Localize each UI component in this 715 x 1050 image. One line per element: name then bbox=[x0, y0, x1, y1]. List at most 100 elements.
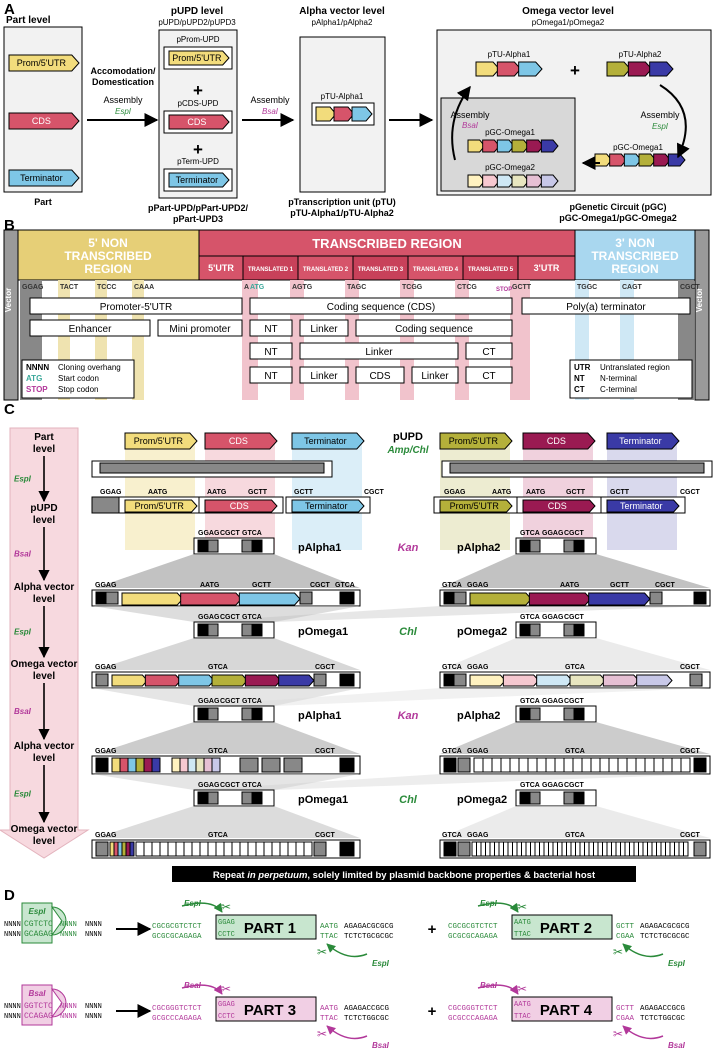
c-part-1 bbox=[204, 432, 278, 450]
level-enzyme-3: BsaI bbox=[14, 707, 32, 716]
alpha-tu1-b2 bbox=[105, 591, 119, 605]
enzyme-pacman-bsa_enzyme bbox=[51, 988, 67, 1018]
level-enzyme-1: BsaI bbox=[14, 550, 32, 559]
d-part3-ob: CCTC bbox=[218, 1013, 235, 1021]
alpha-row2-white-11 bbox=[572, 757, 583, 773]
c-pomega1-b-oh-2: GTCA bbox=[242, 782, 262, 789]
c-oh-alpha2-0: GGAG bbox=[95, 748, 117, 755]
alpha-row2-white-13 bbox=[590, 757, 601, 773]
assembly-label-3: Assembly bbox=[640, 110, 680, 120]
omega-row2-w2-38 bbox=[642, 841, 648, 857]
pupd-items: pProm-UPDProm/5'UTRpCDS-UPDCDSpTerm-UPDT… bbox=[163, 35, 233, 192]
row2-nt bbox=[249, 319, 293, 337]
d-bsa-lbl-3: BsaI bbox=[372, 1041, 390, 1050]
c-palpha2-b-oh-2: CGCT bbox=[564, 698, 585, 705]
d-part4-lt: CGCGGGTCTCT bbox=[448, 1005, 498, 1013]
alpha-title: Alpha vector level bbox=[299, 6, 385, 17]
part-level-title: Part level bbox=[6, 15, 51, 26]
omega-row2-w2-42 bbox=[660, 841, 666, 857]
alpha-row2-cellB-3 bbox=[195, 757, 205, 773]
alpha-row2-white-12 bbox=[581, 757, 592, 773]
omega-row2-w2-22 bbox=[570, 841, 576, 857]
c-oh-omega-2: CGCT bbox=[315, 664, 336, 671]
omega-tu2-seg-0 bbox=[606, 61, 632, 77]
c-pomega1-b-b4 bbox=[251, 791, 263, 805]
omega-row2-w2-20 bbox=[561, 841, 567, 857]
shade-alpha-in-3 bbox=[92, 688, 360, 706]
omega-row2-w2-47 bbox=[683, 841, 689, 857]
omega-row2-w2-7 bbox=[503, 841, 509, 857]
omega-row2-w2-35 bbox=[629, 841, 635, 857]
omega-tu2-seg-1 bbox=[627, 61, 653, 77]
level-label-2-1: level bbox=[33, 594, 55, 605]
omega-row2-w1-20 bbox=[295, 841, 305, 857]
shade-alpha4 bbox=[440, 722, 710, 754]
c-palpha1-label-a: pAlpha1 bbox=[298, 542, 341, 554]
alpha-tu-seg-1 bbox=[333, 106, 355, 122]
alpha-tu2-b2 bbox=[453, 591, 467, 605]
c-oh-pupd-5: CGCT bbox=[364, 489, 385, 496]
c-palpha2-a-oh-0: GTCA bbox=[520, 530, 540, 537]
omega-row2-w2-14 bbox=[534, 841, 540, 857]
site-top-bsa_enzyme: GGTCTC bbox=[24, 1002, 53, 1011]
part-level-box bbox=[3, 26, 83, 193]
omega-gc2-b-seg-0 bbox=[569, 674, 607, 687]
overhang-8: CTCG bbox=[457, 284, 477, 291]
c-oh-omega-6: CGCT bbox=[680, 664, 701, 671]
panel-d: D EspICGTCTCGCAGAGNNNNNNNNNNNNNNNNNNNNNN… bbox=[4, 887, 690, 1050]
overhang-9: GCTT bbox=[512, 284, 532, 291]
d-part4-lb: GCGCCCAGAGA bbox=[448, 1015, 498, 1023]
c-pomega1-b-b2 bbox=[207, 791, 219, 805]
row4-ct-label: CT bbox=[482, 371, 495, 382]
omega-gc2-a-seg-2 bbox=[536, 674, 573, 687]
subhead-label-1: TRANSLATED 1 bbox=[248, 267, 294, 273]
alpha-tu2-b1 bbox=[443, 591, 455, 605]
d-part4-arc-r bbox=[622, 1025, 664, 1040]
c-oh-omega2-3: GTCA bbox=[442, 832, 462, 839]
three-ntr-label-2: REGION bbox=[611, 262, 658, 276]
omega-row2-w2-24 bbox=[579, 841, 585, 857]
c-pomega1-label-b: pOmega1 bbox=[298, 794, 348, 806]
overhang-stop: STOP bbox=[496, 287, 512, 293]
omega-gc2-b2 bbox=[453, 673, 467, 687]
c-pomega2-a-oh-2: CGCT bbox=[564, 614, 585, 621]
c-oh-omega-4: GGAG bbox=[467, 664, 489, 671]
omega-cycle-arrow-right bbox=[659, 84, 690, 159]
shade-omega-in-4 bbox=[194, 774, 710, 790]
d-part1-tb: TCTCTGCGCGC bbox=[344, 933, 394, 941]
accomodation-label-2: Domestication bbox=[92, 77, 154, 87]
c-pomega2-a-b4 bbox=[573, 623, 585, 637]
alpha-tu1-b3 bbox=[299, 591, 313, 605]
omega-title: Omega vector level bbox=[522, 6, 614, 17]
c-kan-a: Kan bbox=[398, 542, 419, 554]
c-chl-a: Chl bbox=[399, 626, 418, 638]
alpha-row2-1-b2 bbox=[339, 757, 355, 773]
c-oh-alpha-8: GCTT bbox=[610, 582, 630, 589]
enzyme-pacman-esp_enzyme bbox=[51, 906, 67, 936]
c-pomega1-b-oh-1: CGCT bbox=[220, 782, 241, 789]
d-part2-arc-r bbox=[622, 943, 664, 958]
omega-gc1-seg-4 bbox=[653, 153, 671, 167]
alpha-row2-white-17 bbox=[626, 757, 637, 773]
omega-row2-mini-3 bbox=[121, 841, 127, 857]
d-part2-ot: AATG bbox=[514, 919, 531, 927]
omega-row2-w2-4 bbox=[489, 841, 495, 857]
d-part1-scissors-l: ✂ bbox=[221, 900, 231, 914]
d-part2-rt: GCTT bbox=[616, 923, 635, 931]
shade-omega-in-2 bbox=[194, 606, 710, 622]
omega-row2-w1-3 bbox=[159, 841, 169, 857]
c-palpha2-b-b4 bbox=[573, 707, 585, 721]
c-pomega1-a-oh-1: CGCT bbox=[220, 614, 241, 621]
part-caption: Part bbox=[34, 197, 52, 207]
gc-omega2-label: pGC-Omega2 bbox=[485, 163, 535, 172]
omega-row2-1-b2 bbox=[313, 841, 327, 857]
c-palpha1-label-b: pAlpha1 bbox=[298, 710, 341, 722]
c-part-0-label: Prom/5'UTR bbox=[134, 436, 184, 446]
row3-ct-label: CT bbox=[482, 347, 495, 358]
alpha-row2-white-20 bbox=[653, 757, 664, 773]
pupd-part-1 bbox=[168, 114, 230, 130]
c-oh-alpha-5: GTCA bbox=[442, 582, 462, 589]
